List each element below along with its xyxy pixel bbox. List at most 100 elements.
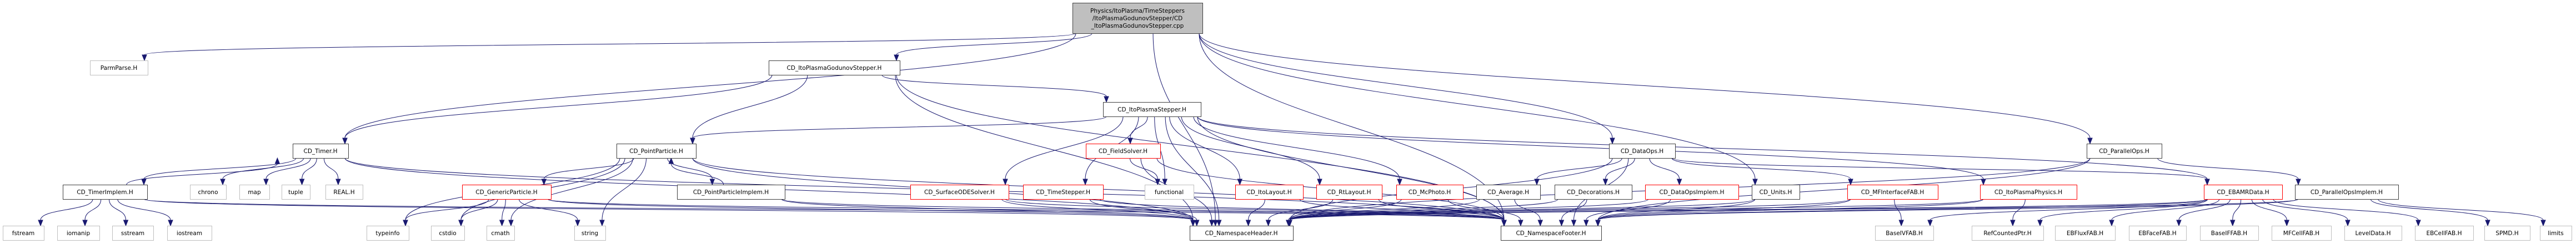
node-cd-itoplasmagodunovstepper-h[interactable]: CD_ItoPlasmaGodunovStepper.H [769,60,900,75]
node-cd-ebamrdata-h[interactable]: CD_EBAMRData.H [2204,185,2283,200]
edge-arrowhead [1848,179,1853,186]
edge-line [302,157,317,180]
edge-line [1289,199,1756,221]
edge-cd-itolayout-h-to-cd-namespaceheader-h [1245,199,1265,227]
node-sstream: sstream [112,226,154,241]
node-label: _ItoPlasmaGodunovStepper.cpp [1091,23,1184,29]
edge-arrowhead [2087,138,2093,145]
edge-line [1378,199,1505,221]
node-cd-timer-h[interactable]: CD_Timer.H [293,144,349,159]
node-cd-fieldsolver-h[interactable]: CD_FieldSolver.H [1086,144,1161,159]
edge-root-to-cd-namespaceheader-h [1152,33,1218,227]
edge-line [1089,199,1197,221]
node-cd-namespaceheader-h[interactable]: CD_NamespaceHeader.H [1190,226,1294,241]
edge-line [222,157,304,180]
node-label: BaseIVFAB.H [1886,230,1923,237]
node-label: CD_ItoPlasmaPhysics.H [1994,189,2062,196]
node-cd-decorations-h[interactable]: CD_Decorations.H [1555,185,1632,200]
node-cd-pointparticle-h[interactable]: CD_PointParticle.H [617,144,696,159]
node-label: CD_TimerImplem.H [77,189,133,196]
node-cd-genericparticle-h[interactable]: CD_GenericParticle.H [462,185,552,200]
edge-line [2157,157,2299,180]
edge-line [1165,116,1220,221]
node-cd-rtlayout-h[interactable]: CD_RtLayout.H [1316,185,1382,200]
edge-cd-pointparticle-h-to-cmath [508,157,633,227]
node-box [57,226,100,241]
node-cd-mcphoto-h[interactable]: CD_McPhoto.H [1396,185,1464,200]
node-cd-itoplasmastepper-h[interactable]: CD_ItoPlasmaStepper.H [1103,102,1201,117]
edge-arrowhead [141,179,147,186]
edge-line [344,74,773,139]
edge-line [84,199,102,221]
edge-line [502,199,506,221]
edge-line [692,116,1107,139]
node-box [1752,185,1800,200]
node-label: SPMD.H [2495,230,2518,237]
node-box [1145,185,1194,200]
edge-cd-ebamrdata-h-to-baseiffab-h [2230,199,2242,227]
node-cd-dataopsimplem-h[interactable]: CD_DataOpsImplem.H [1645,185,1739,200]
edge-cd-ebamrdata-h-to-ebcellfab-h [2273,199,2421,227]
edge-cd-genericparticle-h-to-cmath [499,199,506,227]
node-label: CD_DataOpsImplem.H [1660,189,1725,196]
node-box [1609,144,1676,159]
node-root[interactable]: Physics/ItoPlasma/TimeSteppers/ItoPlasma… [1073,3,1203,34]
edge-cd-itoplasmastepper-h-to-cd-mcphoto-h [1193,116,1402,186]
node-cd-parallelops-h[interactable]: CD_ParallelOps.H [2087,144,2162,159]
node-box [1316,185,1382,200]
node-cd-surfaceodesolver-h[interactable]: CD_SurfaceODESolver.H [910,185,1009,200]
node-label: string [582,230,598,237]
node-cd-timestepper-h[interactable]: CD_TimeStepper.H [1023,185,1104,200]
node-cd-parallelopsimplem-h[interactable]: CD_ParallelOpsImplem.H [2295,185,2399,200]
edge-line [1152,33,1216,221]
node-box [1023,185,1104,200]
edge-arrowhead [1162,179,1167,186]
edge-cd-itoplasmagodunovstepper-h-to-cd-itoplasmastepper-h [881,74,1109,103]
node-box [617,144,696,159]
node-cd-units-h[interactable]: CD_Units.H [1752,185,1800,200]
edge-line [1289,199,1649,221]
node-cd-timerimplem-h[interactable]: CD_TimerImplem.H [63,185,148,200]
edge-arrowhead [1082,179,1088,186]
node-box [2344,226,2402,241]
node-baseivfab-h: BaseIVFAB.H [1875,226,1934,241]
node-cd-average-h[interactable]: CD_Average.H [1476,185,1541,200]
edge-arrowhead [1602,179,1608,186]
node-cd-itolayout-h[interactable]: CD_ItoLayout.H [1235,185,1304,200]
edge-arrowhead [2415,220,2421,227]
edge-arrowhead [2109,220,2114,227]
node-cd-dataops-h[interactable]: CD_DataOps.H [1609,144,1676,159]
node-label: CD_DataOps.H [1621,148,1663,155]
edge-cd-timer-h-to-map [263,157,311,186]
edge-arrowhead [142,54,147,62]
edge-line [1001,199,1194,221]
edge-cd-timer-h-to-chrono [220,157,304,186]
node-label: MFCellFAB.H [2283,230,2319,237]
node-label: CD_Timer.H [304,148,338,155]
edge-arrowhead [575,220,580,227]
edge-line [670,163,724,185]
edge-cd-pointparticleimplem-h-to-cd-pointparticle-h [668,157,724,185]
node-label: Physics/ItoPlasma/TimeSteppers [1090,8,1185,14]
node-box [910,185,1009,200]
node-cd-itoplasmaphysics-h[interactable]: CD_ItoPlasmaPhysics.H [1980,185,2077,200]
edge-line [1248,199,1265,221]
edge-arrowhead [2485,220,2490,227]
edge-arrowhead [168,220,173,227]
edge-line [1447,199,1521,221]
node-label: CD_FieldSolver.H [1099,148,1147,155]
edge-cd-itoplasmastepper-h-to-cd-surfaceodesolver-h [1003,116,1124,186]
node-cd-namespacefooter-h[interactable]: CD_NamespaceFooter.H [1501,226,1602,241]
edge-cd-timer-h-to-real-h [323,157,341,186]
node-cd-mfinterfacefab-h[interactable]: CD_MFInterfaceFAB.H [1847,185,1938,200]
node-cd-pointparticleimplem-h[interactable]: CD_PointParticleImplem.H [677,185,785,200]
edge-line [543,157,634,180]
node-refcountedptr-h: RefCountedPtr.H [1972,226,2044,241]
edge-root-to-cd-dataops-h [1199,33,1615,145]
edge-line [1536,157,1622,180]
edge-cd-timerimplem-h-to-sstream [109,199,129,227]
edge-cd-dataops-h-to-cd-dataopsimplem-h [1649,157,1682,186]
edge-line [344,33,1076,139]
node-box [574,226,606,241]
node-label: chrono [198,189,218,196]
